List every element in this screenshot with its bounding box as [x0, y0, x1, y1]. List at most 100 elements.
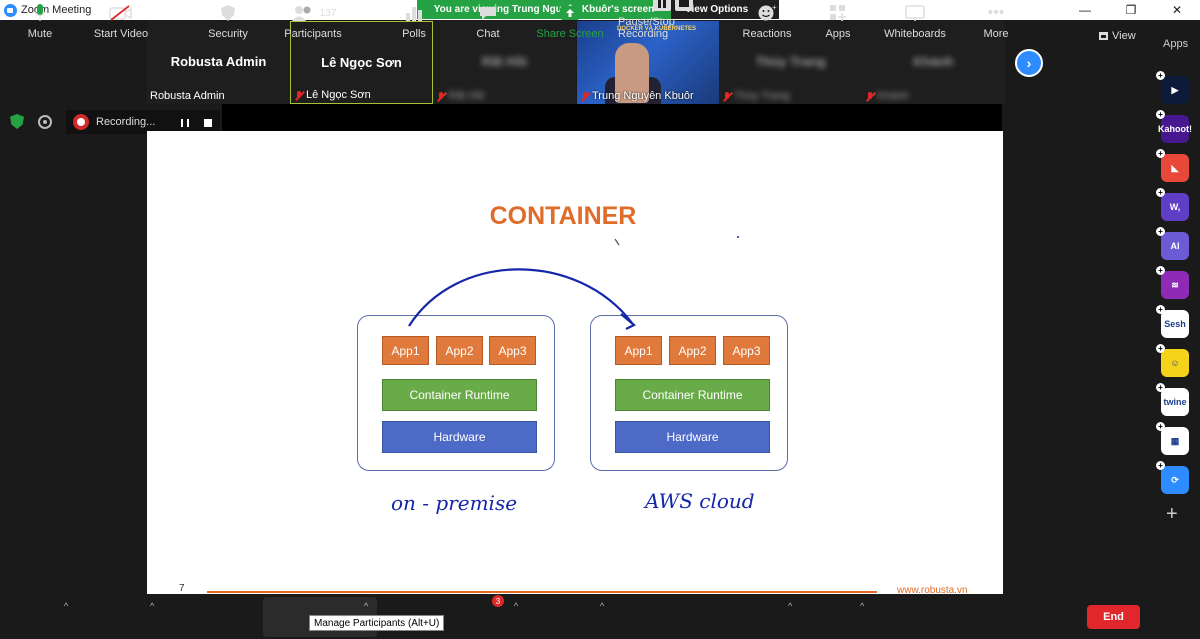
participant-display-name: Khánh: [913, 54, 954, 69]
slide-footer-url: www.robusta.vn: [897, 585, 968, 596]
restore-button[interactable]: ❐: [1125, 3, 1137, 17]
app-arrow-icon[interactable]: +▶: [1156, 71, 1189, 104]
whiteboards-button[interactable]: Whiteboards: [880, 0, 950, 44]
share-screen-button[interactable]: Share Screen: [536, 0, 604, 44]
handwritten-aws-cloud: AWS cloud: [645, 489, 755, 513]
plus-badge-icon: +: [1156, 71, 1165, 80]
annotation-arrow: [408, 236, 739, 330]
pause-recording-icon[interactable]: [181, 119, 189, 127]
participant-name-label: Trung Nguyên Kbuôr: [580, 90, 694, 102]
app-sync-icon[interactable]: +⟳: [1156, 461, 1189, 494]
chevron-up-icon[interactable]: ^: [788, 601, 793, 611]
app-block: App2: [436, 336, 483, 365]
app-signal-icon[interactable]: +≋: [1156, 266, 1189, 299]
plus-badge-icon: +: [1156, 149, 1165, 158]
plus-badge-icon: +: [1156, 305, 1165, 314]
meeting-toolbar: [0, 595, 1200, 639]
on-premise-box: [357, 315, 555, 471]
security-label: Security: [208, 28, 248, 40]
focus-mode-icon[interactable]: [38, 115, 52, 129]
polls-chart-icon: [405, 2, 423, 24]
app-icon-glyph: twine: [1163, 397, 1187, 407]
polls-label: Polls: [402, 28, 426, 40]
chevron-up-icon[interactable]: ^: [64, 601, 69, 611]
participant-tile[interactable]: Khánh Khánh: [862, 21, 1005, 104]
chat-label: Chat: [476, 28, 500, 40]
polls-button[interactable]: Polls: [394, 0, 434, 44]
presenter-face: [615, 43, 649, 103]
participant-tile[interactable]: Thùy Trang Thùy Trang: [719, 21, 862, 104]
plus-badge-icon: +: [1156, 266, 1165, 275]
chevron-up-icon[interactable]: ^: [514, 601, 519, 611]
view-button[interactable]: View: [1099, 30, 1136, 42]
app-icon-glyph: ◣: [1171, 162, 1179, 173]
screen-share-top-bar: [222, 104, 1002, 131]
chat-bubble-icon: [478, 2, 498, 24]
security-button[interactable]: Security: [205, 0, 251, 44]
chevron-up-icon[interactable]: ^: [600, 601, 605, 611]
twine-icon[interactable]: +twine: [1156, 383, 1189, 416]
view-button-label: View: [1112, 30, 1136, 42]
plus-badge-icon: +: [1156, 461, 1165, 470]
next-page-arrow-icon[interactable]: ›: [1015, 49, 1043, 77]
reactions-button[interactable]: + Reactions: [740, 0, 794, 44]
app-icon-glyph: ▶: [1171, 84, 1179, 95]
minimize-button[interactable]: —: [1079, 3, 1091, 17]
chevron-up-icon[interactable]: ^: [364, 601, 369, 611]
app-icon-glyph: Kahoot!: [1158, 124, 1192, 134]
participant-tile[interactable]: Rất Hồi Rất Hồi: [433, 21, 576, 104]
apps-label: Apps: [825, 28, 851, 40]
participant-display-name: Thùy Trang: [755, 54, 826, 69]
participant-tile-active-speaker[interactable]: Lê Ngọc Sơn Lê Ngọc Sơn: [290, 21, 433, 104]
stop-recording-icon[interactable]: [204, 119, 212, 127]
svg-text:+: +: [772, 4, 777, 12]
whiteboards-label: Whiteboards: [884, 28, 946, 40]
ai-companion-icon[interactable]: +AI: [1156, 227, 1189, 260]
participants-button[interactable]: 137 Participants: [268, 0, 358, 44]
more-button[interactable]: ••• More: [976, 0, 1016, 44]
apps-button[interactable]: Apps: [818, 0, 858, 44]
reactions-emoji-icon: +: [757, 2, 777, 24]
recording-label: Recording...: [96, 116, 156, 128]
participant-tile[interactable]: Robusta Admin Robusta Admin: [147, 21, 290, 104]
chevron-up-icon[interactable]: ^: [150, 601, 155, 611]
view-options-label: View Options: [685, 4, 749, 15]
container-runtime-block: Container Runtime: [382, 379, 537, 411]
more-label: More: [983, 28, 1009, 40]
mute-button[interactable]: Mute: [20, 0, 60, 44]
participant-strip: Robusta Admin Robusta Admin Lê Ngọc Sơn …: [147, 21, 1005, 104]
kahoot-icon[interactable]: +Kahoot!: [1156, 110, 1192, 143]
sesh-icon[interactable]: +Sesh: [1156, 305, 1189, 338]
cloud-box: [590, 315, 788, 471]
chevron-up-icon[interactable]: ^: [860, 601, 865, 611]
pause-stop-recording-button[interactable]: Pause/Stop Recording: [618, 0, 728, 44]
add-app-icon[interactable]: +: [1166, 503, 1178, 525]
app-orange-icon[interactable]: +◣: [1156, 149, 1189, 182]
participant-display-name: Lê Ngọc Sơn: [321, 55, 402, 70]
app-block: App2: [669, 336, 716, 365]
more-dots-icon: •••: [987, 4, 1005, 21]
shared-screen: CONTAINER App1 App2 App3 Container Runti…: [147, 131, 1003, 596]
app-grid-icon[interactable]: +▦: [1156, 422, 1189, 455]
mute-label: Mute: [27, 28, 53, 40]
chat-button[interactable]: Chat: [468, 0, 508, 44]
whiteboard-icon: [905, 2, 925, 24]
participants-label: Participants: [284, 28, 342, 40]
app-icon-glyph: ☺: [1170, 358, 1180, 368]
app-icon-glyph: ≋: [1171, 279, 1179, 290]
app-emoji-icon[interactable]: +☺: [1156, 344, 1189, 377]
encryption-shield-icon[interactable]: [10, 114, 24, 129]
start-video-label: Start Video: [93, 28, 149, 40]
mic-muted-icon: [865, 91, 875, 102]
slide-footer-line: [207, 591, 877, 593]
participant-name-label: Rất Hồi: [436, 90, 485, 102]
participant-video-tile[interactable]: DOCKER VÀ KUBERNETES Trung Nguyên Kbuôr: [577, 21, 719, 104]
microphone-icon: [34, 2, 46, 24]
close-button[interactable]: ✕: [1171, 3, 1183, 17]
app-block: App1: [382, 336, 429, 365]
start-video-button[interactable]: Start Video: [90, 0, 152, 44]
app-icon-glyph: W,: [1169, 202, 1181, 212]
end-meeting-button[interactable]: End: [1087, 605, 1140, 629]
wooclap-icon[interactable]: +W,: [1156, 188, 1189, 221]
